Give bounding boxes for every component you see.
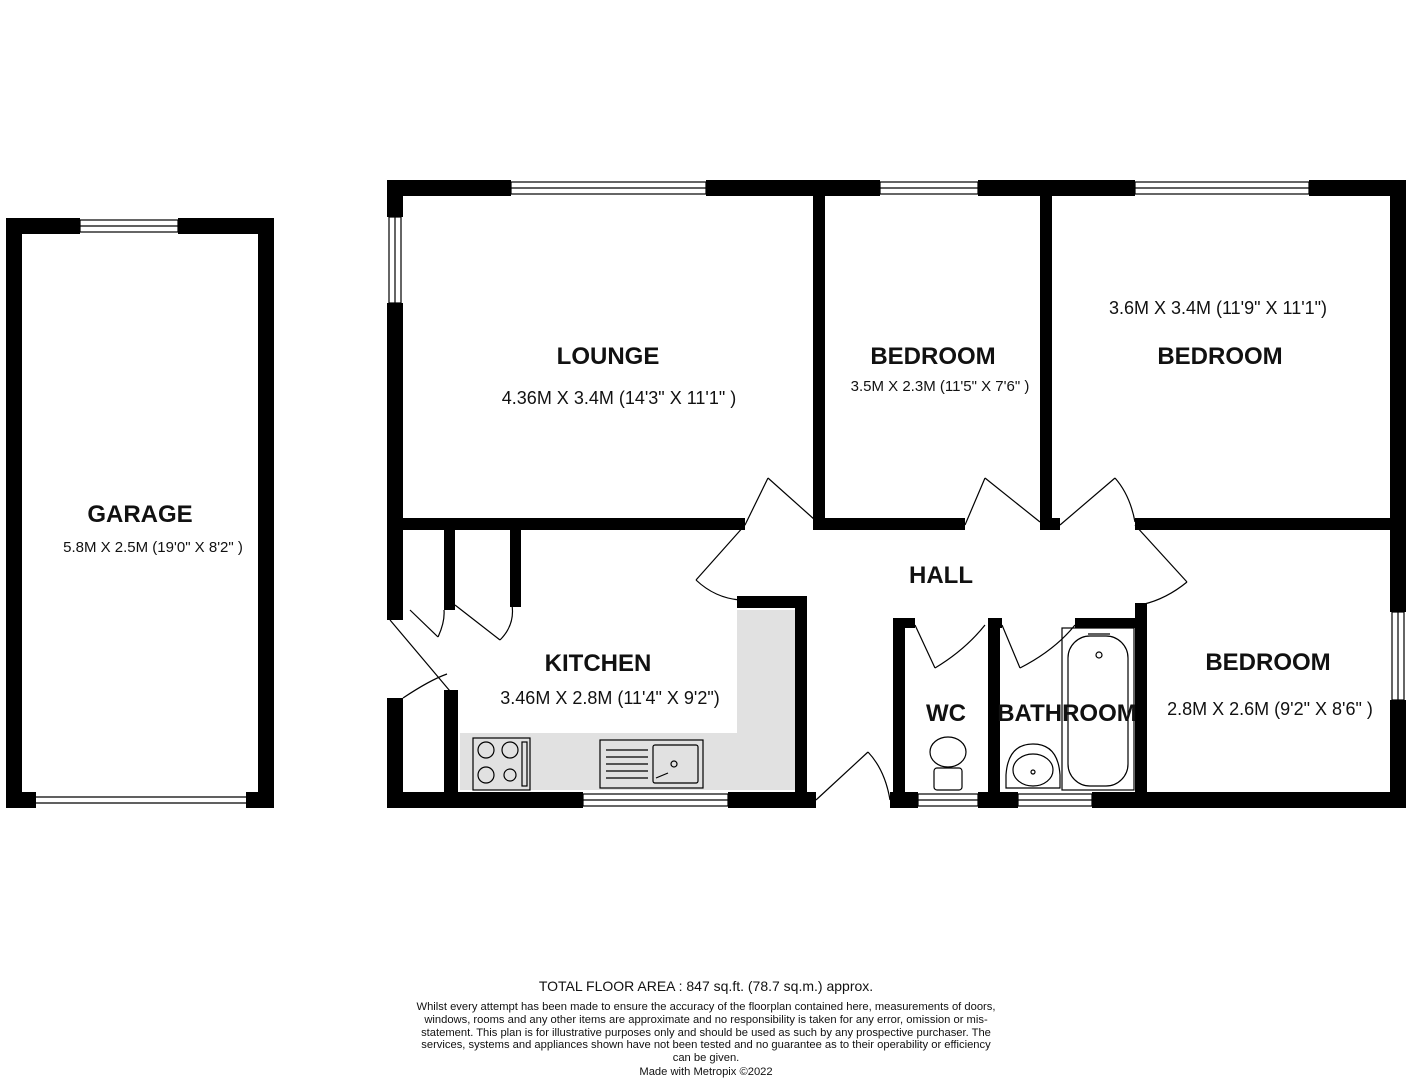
bedroom-2-dimensions: 3.6M X 3.4M (11'9" X 11'1")	[1108, 298, 1328, 318]
garage-walls	[6, 218, 274, 808]
hob-icon	[472, 737, 531, 791]
sink-icon	[599, 739, 704, 789]
bedroom-2-label: BEDROOM	[1157, 343, 1283, 370]
basin-icon	[1005, 743, 1061, 789]
garage-window	[79, 219, 179, 233]
bath-icon	[1061, 627, 1135, 791]
kitchen-dimensions: 3.46M X 2.8M (11'4" X 9'2")	[500, 688, 720, 708]
lounge-label: LOUNGE	[556, 343, 660, 370]
house-walls	[387, 180, 1406, 808]
hall-label: HALL	[909, 562, 973, 589]
bedroom-1-dimensions: 3.5M X 2.3M (11'5" X 7'6" )	[850, 378, 1030, 395]
toilet-icon	[929, 736, 967, 791]
garage-label: GARAGE	[87, 501, 193, 528]
lounge-dimensions: 4.36M X 3.4M (14'3" X 11'1" )	[501, 388, 737, 408]
total-floor-area: TOTAL FLOOR AREA : 847 sq.ft. (78.7 sq.m…	[538, 978, 874, 994]
made-with-credit: Made with Metropix ©2022	[639, 1066, 773, 1078]
door-swings	[389, 477, 1188, 801]
garage-dimensions: 5.8M X 2.5M (19'0" X 8'2" )	[63, 539, 243, 556]
kitchen-worktop	[460, 610, 795, 790]
bedroom-3-label: BEDROOM	[1205, 649, 1331, 676]
disclaimer: Whilst every attempt has been made to en…	[416, 1001, 996, 1065]
windows	[388, 181, 1405, 807]
bedroom-3-dimensions: 2.8M X 2.6M (9'2" X 8'6" )	[1167, 699, 1373, 719]
bedroom-1-label: BEDROOM	[870, 343, 996, 370]
garage-door	[36, 796, 246, 804]
bathroom-label: BATHROOM	[997, 700, 1137, 727]
kitchen-label: KITCHEN	[544, 650, 652, 677]
wc-label: WC	[926, 700, 966, 727]
